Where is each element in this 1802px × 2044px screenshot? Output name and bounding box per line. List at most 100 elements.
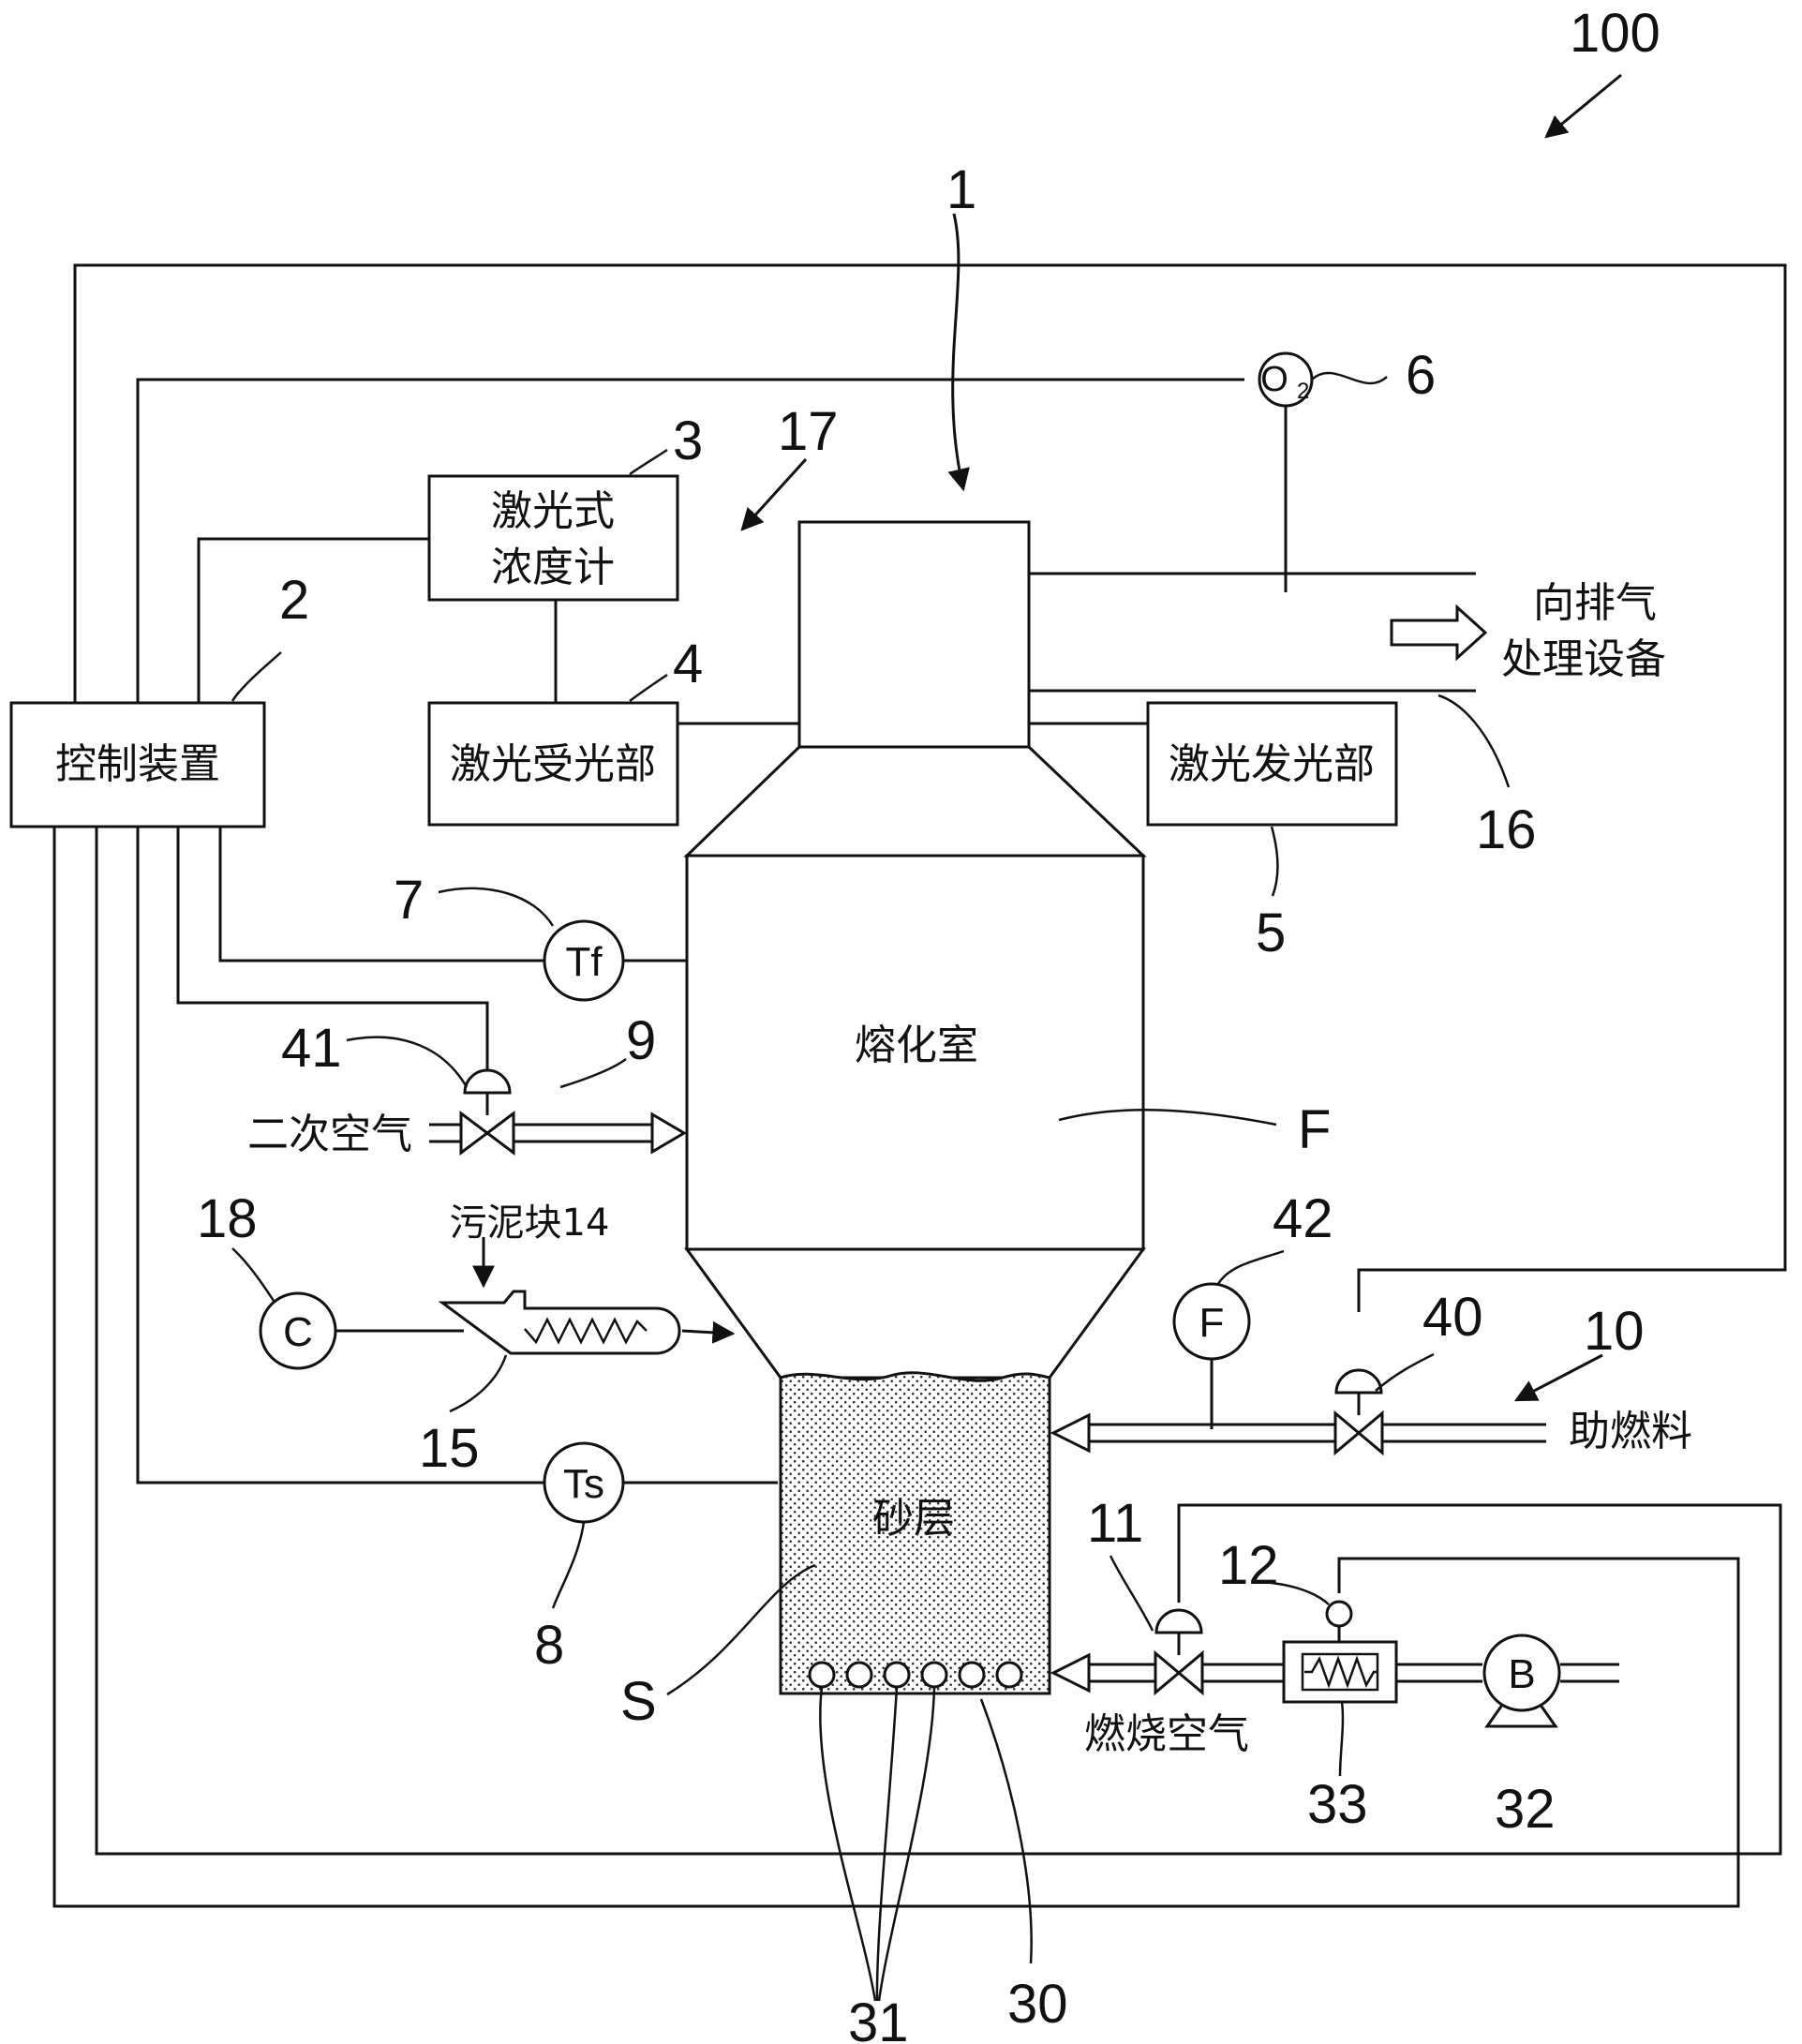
label-41: 41 (281, 1018, 342, 1079)
melting-chamber-body (685, 854, 1145, 1251)
nozzle (920, 1661, 948, 1689)
label-31: 31 (848, 1992, 909, 2044)
leader-S (666, 1563, 816, 1696)
label-S: S (620, 1671, 657, 1732)
meter-label-line1: 激光式 (491, 487, 615, 535)
label-17: 17 (778, 401, 839, 462)
leaders (231, 73, 1622, 2002)
label-32: 32 (1495, 1779, 1556, 1840)
leader-31c (877, 1686, 936, 2002)
oxygen-signal-line (136, 378, 1244, 703)
oxygen-sensor-subscript: 2 (1297, 379, 1309, 404)
nozzle (995, 1661, 1023, 1689)
label-40: 40 (1422, 1287, 1483, 1348)
leader-12 (1259, 1580, 1330, 1605)
instruments (259, 351, 1314, 1524)
meter-label-line2: 浓度计 (491, 544, 615, 591)
combustion-air-valve (1154, 1608, 1204, 1696)
melting-furnace (683, 520, 1147, 1695)
label-F: F (1298, 1099, 1331, 1160)
leader-6 (1311, 371, 1388, 385)
sand-temp-symbol: Ts (563, 1461, 604, 1507)
label-9: 9 (626, 1010, 656, 1071)
leader-5 (1270, 826, 1279, 897)
heater-sensor (1325, 1600, 1353, 1628)
leader-15 (449, 1354, 508, 1413)
leader-42 (1216, 1249, 1285, 1285)
aux-fuel-ref-arrow (1513, 1353, 1603, 1402)
blower-symbol: B (1508, 1651, 1535, 1697)
emitter-label: 激光发光部 (1169, 740, 1375, 788)
component-labels: 控制装置 激光式 浓度计 激光受光部 激光发光部 向排气 处理设备 熔化室 二次… (55, 487, 1692, 1758)
leader-18 (231, 1247, 276, 1302)
heater-coil-icon (1304, 1655, 1378, 1689)
combustion-valve-line (95, 827, 1782, 1856)
leader-11 (1109, 1555, 1154, 1632)
aux-fuel-line (1050, 1353, 1603, 1456)
blower (1482, 1634, 1561, 1712)
label-1: 1 (946, 159, 976, 220)
aux-fuel-label: 助燃料 (1569, 1408, 1692, 1455)
label-100: 100 (1570, 3, 1661, 64)
label-6: 6 (1406, 345, 1436, 406)
receiver-label: 激光受光部 (450, 740, 656, 788)
laser-system-ref-arrow (740, 457, 808, 531)
air-heater (1282, 1640, 1398, 1704)
leader-41 (346, 1036, 469, 1088)
label-8: 8 (534, 1615, 564, 1676)
leader-7 (438, 887, 555, 927)
outer-loop-line (73, 263, 1787, 1312)
furnace-upper-cone (683, 745, 1147, 858)
meter-signal-line (197, 537, 429, 703)
c-sensor (259, 1291, 337, 1370)
label-16: 16 (1476, 799, 1537, 860)
label-11: 11 (1087, 1493, 1143, 1554)
label-30: 30 (1007, 1974, 1068, 2035)
secondary-air-line (429, 1068, 687, 1156)
leader-9 (559, 1058, 627, 1089)
exhaust-arrow-icon (1390, 604, 1488, 662)
label-7: 7 (394, 870, 424, 931)
label-2: 2 (279, 570, 309, 631)
c-sensor-symbol: C (283, 1309, 313, 1355)
nozzle (883, 1661, 911, 1689)
secondary-air-valve-line (176, 827, 489, 1078)
feeder-hopper (438, 1290, 681, 1355)
furnace-lower-cone (684, 1247, 1146, 1380)
combustion-air-label: 燃烧空气 (1084, 1710, 1249, 1758)
furnace-temp-sensor (543, 919, 625, 1002)
sludge-feeder (335, 1237, 736, 1355)
leader-31b (875, 1686, 899, 2002)
combustion-air-arrow-icon (1050, 1652, 1091, 1693)
secondary-air-label: 二次空气 (247, 1111, 412, 1158)
reference-numbers: 100 1 2 3 4 5 6 7 8 9 10 11 12 15 16 17 … (197, 3, 1661, 2044)
leader-2 (231, 651, 282, 702)
nozzle (958, 1661, 986, 1689)
leader-16 (1437, 694, 1511, 788)
instrument-symbols: O 2 Tf Ts C F B (283, 360, 1536, 1697)
aux-fuel-arrow-icon (1050, 1412, 1091, 1454)
melting-chamber-label: 熔化室 (855, 1022, 978, 1069)
sand-layer-label: 砂层 (872, 1495, 955, 1543)
exhaust-duct (1029, 572, 1488, 693)
leader-40 (1375, 1352, 1435, 1392)
leader-31a (819, 1686, 877, 2002)
sand-layer-bed (779, 1371, 1051, 1695)
feeder-output-arrow-icon (681, 1320, 736, 1344)
furnace-top-section (797, 520, 1031, 749)
leader-F (1058, 1109, 1277, 1126)
leader-3 (629, 448, 668, 476)
label-10: 10 (1584, 1301, 1645, 1362)
furnace-temp-line (218, 827, 545, 962)
sand-temp-line (136, 827, 545, 1485)
secondary-air-arrow-icon (650, 1112, 687, 1155)
furnace-temp-symbol: Tf (565, 939, 603, 985)
nozzle (845, 1661, 873, 1689)
laser-receiver (427, 701, 679, 827)
laser-units (427, 474, 1398, 827)
exhaust-label-line1: 向排气 (1533, 579, 1657, 627)
laser-concentration-meter (427, 474, 679, 602)
flow-meter-symbol: F (1199, 1300, 1225, 1346)
